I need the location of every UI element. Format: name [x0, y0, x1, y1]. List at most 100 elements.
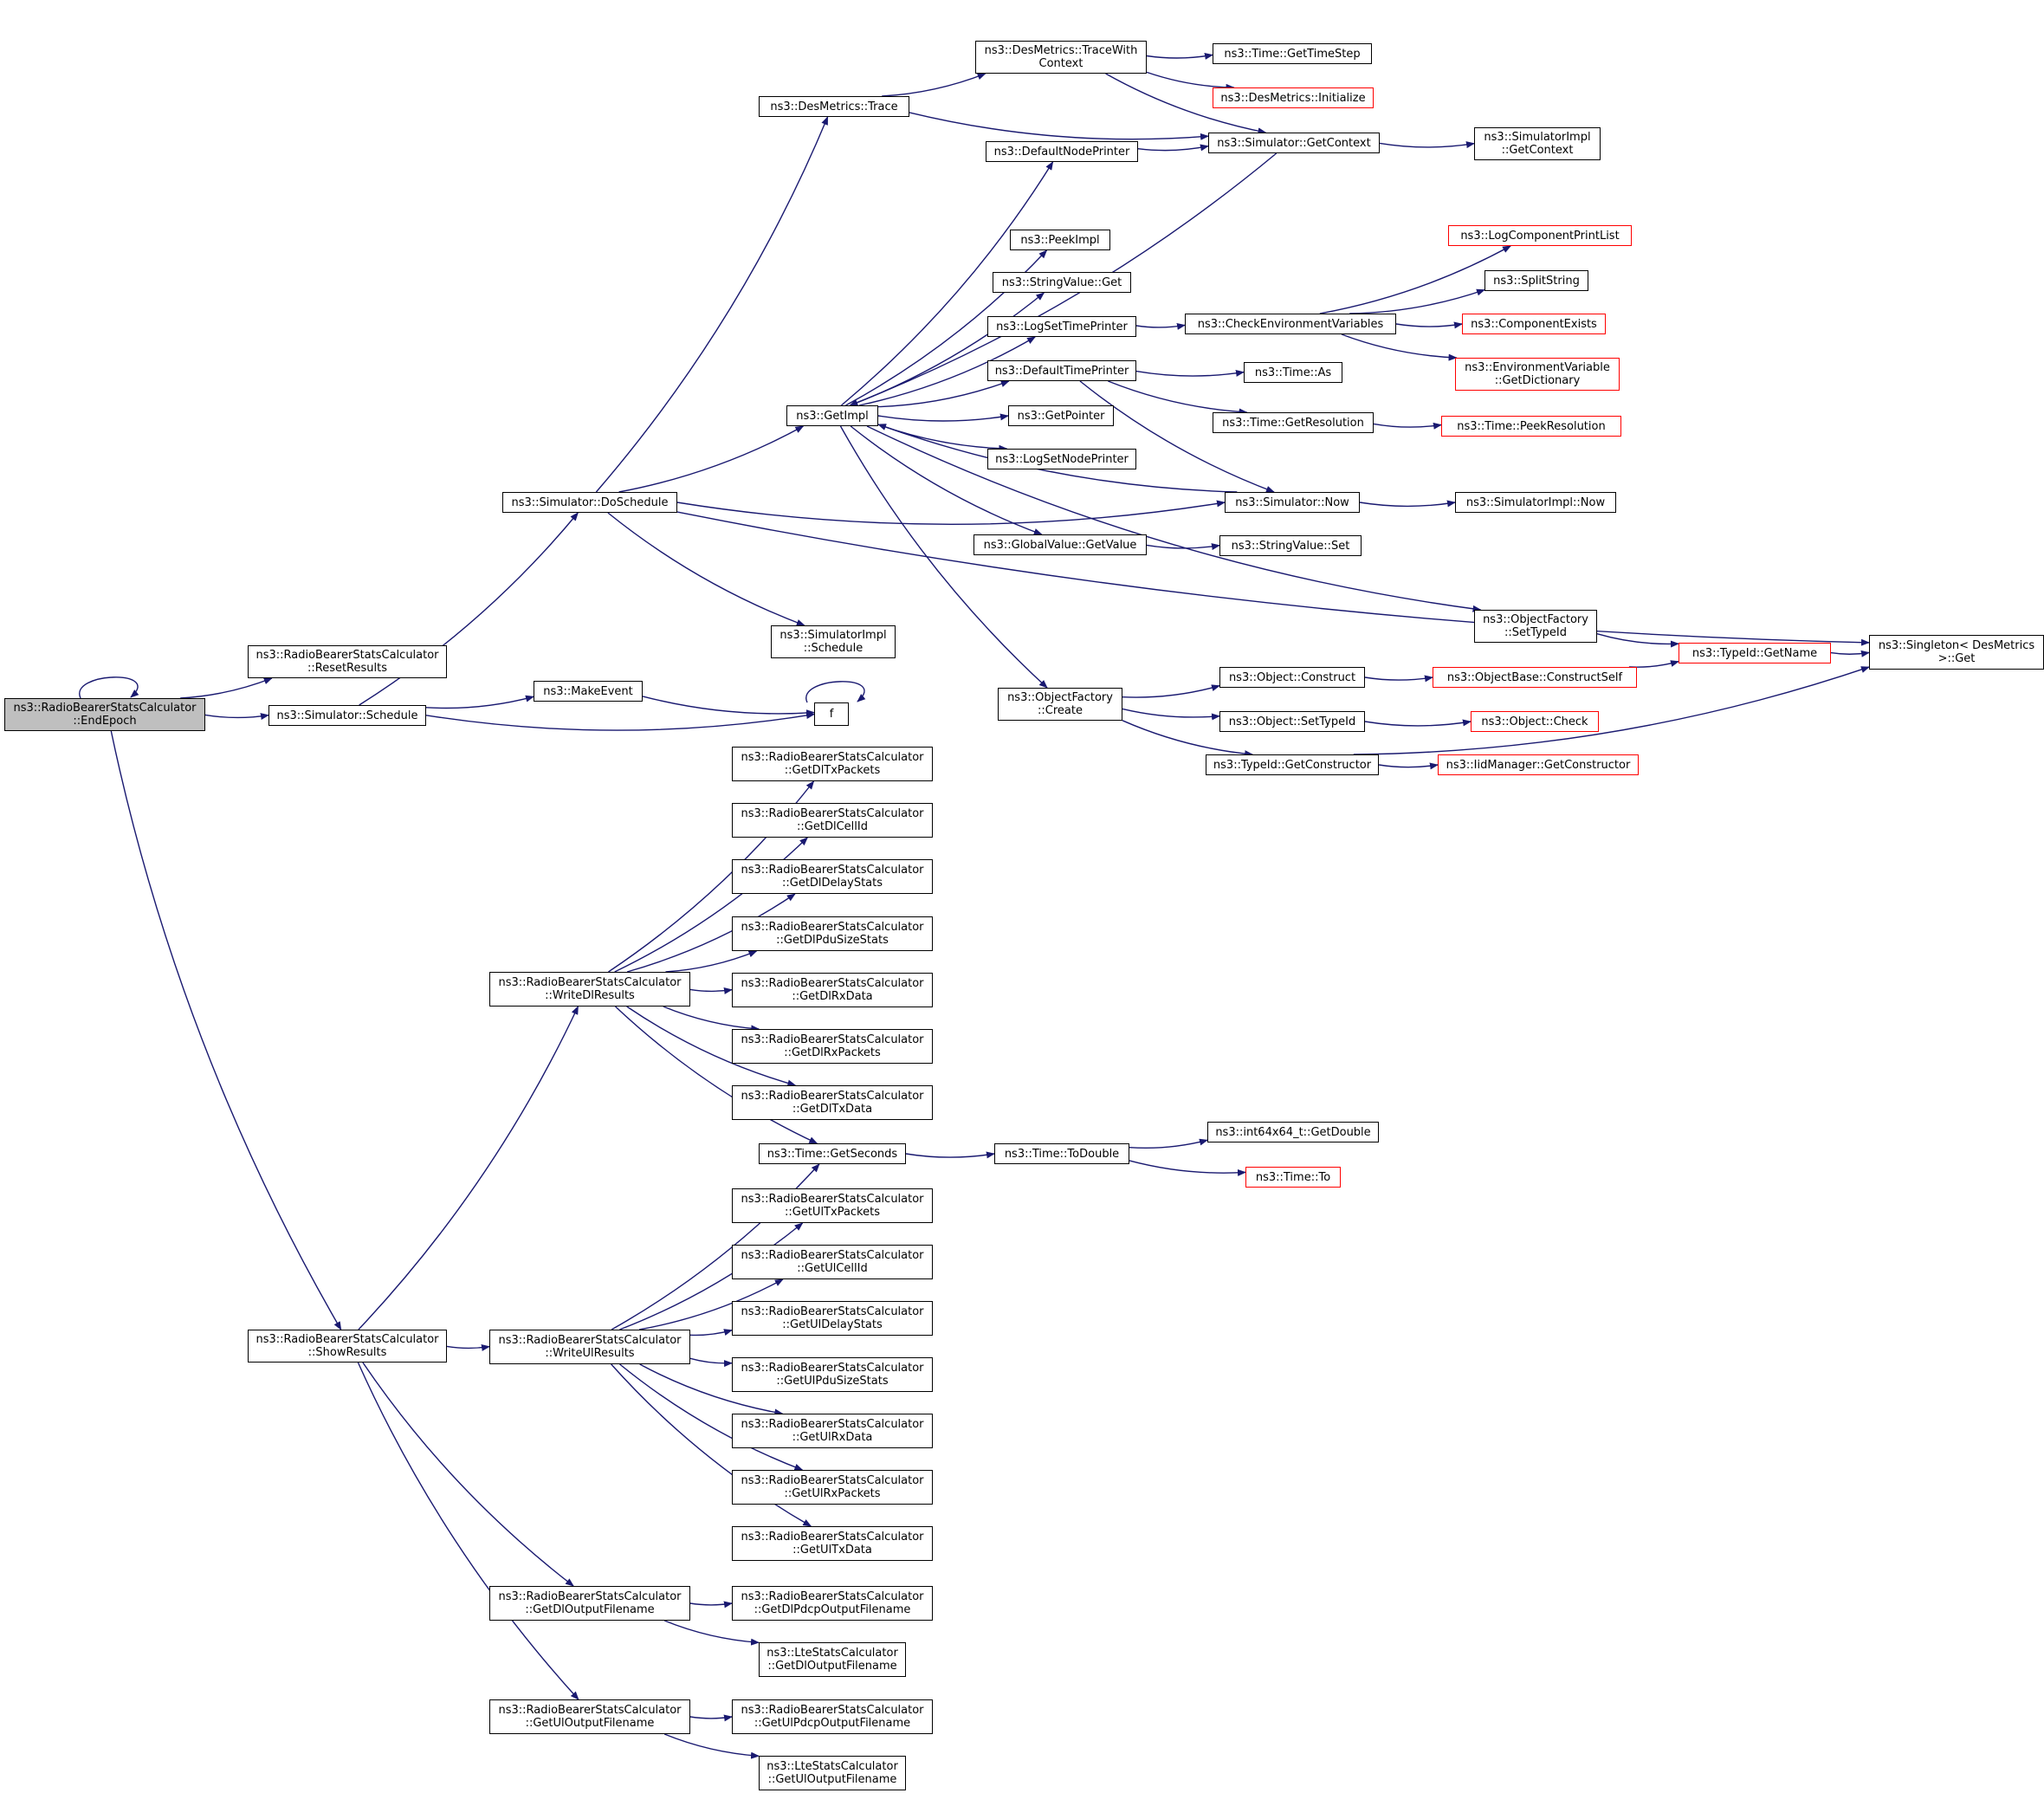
node-getSeconds[interactable]: ns3::Time::GetSeconds	[759, 1143, 906, 1164]
node-getDlPdcpOut[interactable]: ns3::RadioBearerStatsCalculator::GetDlPd…	[732, 1586, 933, 1621]
node-label-line: ::ShowResults	[307, 1346, 387, 1359]
node-logCompPrint[interactable]: ns3::LogComponentPrintList	[1448, 225, 1632, 246]
node-ofCreate[interactable]: ns3::ObjectFactory::Create	[998, 688, 1122, 721]
node-defTimePrinter[interactable]: ns3::DefaultTimePrinter	[987, 360, 1136, 381]
node-makeEvent[interactable]: ns3::MakeEvent	[534, 681, 643, 702]
node-getDlTxPackets[interactable]: ns3::RadioBearerStatsCalculator::GetDlTx…	[732, 747, 933, 781]
node-label-line: ns3::RadioBearerStatsCalculator	[741, 1249, 924, 1262]
node-label-line: >::Get	[1937, 652, 1976, 665]
node-label-line: ns3::Object::SetTypeId	[1228, 715, 1356, 728]
node-timeAs[interactable]: ns3::Time::As	[1244, 362, 1342, 383]
node-label-line: ::Create	[1038, 704, 1083, 717]
node-getDlTxData[interactable]: ns3::RadioBearerStatsCalculator::GetDlTx…	[732, 1085, 933, 1120]
edge-checkEnv-to-envDict	[1341, 333, 1458, 361]
node-getUlRxPackets[interactable]: ns3::RadioBearerStatsCalculator::GetUlRx…	[732, 1470, 933, 1505]
node-label-line: ns3::PeekImpl	[1020, 233, 1100, 247]
node-defNodePrinter[interactable]: ns3::DefaultNodePrinter	[986, 141, 1138, 162]
node-getUlPdcpOut[interactable]: ns3::RadioBearerStatsCalculator::GetUlPd…	[732, 1699, 933, 1734]
node-label-line: ::ResetResults	[307, 662, 387, 675]
node-getDlCellId[interactable]: ns3::RadioBearerStatsCalculator::GetDlCe…	[732, 803, 933, 838]
edge-ofCreate-to-tidGetCtor	[1122, 720, 1254, 758]
node-getUlCellId[interactable]: ns3::RadioBearerStatsCalculator::GetUlCe…	[732, 1245, 933, 1279]
node-label-line: ::GetUlRxPackets	[784, 1487, 881, 1500]
node-getUlTxPackets[interactable]: ns3::RadioBearerStatsCalculator::GetUlTx…	[732, 1188, 933, 1223]
node-getDlOutFile[interactable]: ns3::RadioBearerStatsCalculator::GetDlOu…	[489, 1586, 690, 1621]
node-timeGetRes[interactable]: ns3::Time::GetResolution	[1213, 412, 1374, 433]
node-simGetContext[interactable]: ns3::Simulator::GetContext	[1208, 133, 1380, 153]
node-objCheck[interactable]: ns3::Object::Check	[1471, 711, 1599, 732]
edge-getImpl-to-defTimePrinter	[877, 380, 1010, 408]
node-ofSetTypeId[interactable]: ns3::ObjectFactory::SetTypeId	[1474, 610, 1597, 643]
node-label-line: ::GetUlPdcpOutputFilename	[754, 1717, 911, 1730]
node-iidGetCtor[interactable]: ns3::IidManager::GetConstructor	[1438, 754, 1639, 775]
node-showResults[interactable]: ns3::RadioBearerStatsCalculator::ShowRes…	[248, 1330, 447, 1363]
node-tidGetName[interactable]: ns3::TypeId::GetName	[1679, 643, 1831, 663]
node-getDlPdu[interactable]: ns3::RadioBearerStatsCalculator::GetDlPd…	[732, 916, 933, 951]
node-label-line: ns3::TypeId::GetConstructor	[1213, 758, 1372, 772]
node-simNow[interactable]: ns3::Simulator::Now	[1225, 492, 1360, 513]
node-label-line: ns3::Object::Construct	[1228, 670, 1356, 684]
edge-ofSetTypeId-to-tidGetName	[1596, 633, 1679, 648]
node-getUlRxData[interactable]: ns3::RadioBearerStatsCalculator::GetUlRx…	[732, 1414, 933, 1448]
node-desInit[interactable]: ns3::DesMetrics::Initialize	[1213, 87, 1374, 108]
node-label-line: ::GetUlTxData	[792, 1544, 872, 1557]
node-resetResults[interactable]: ns3::RadioBearerStatsCalculator::ResetRe…	[248, 645, 447, 678]
node-label-line: ::GetDlDelayStats	[781, 877, 883, 890]
node-tidGetCtor[interactable]: ns3::TypeId::GetConstructor	[1206, 754, 1379, 775]
node-compExists[interactable]: ns3::ComponentExists	[1462, 314, 1606, 334]
node-lteDlOut[interactable]: ns3::LteStatsCalculator::GetDlOutputFile…	[759, 1642, 906, 1677]
node-objSetTypeId[interactable]: ns3::Object::SetTypeId	[1219, 711, 1365, 732]
node-strGet[interactable]: ns3::StringValue::Get	[993, 272, 1131, 293]
node-getUlDelay[interactable]: ns3::RadioBearerStatsCalculator::GetUlDe…	[732, 1301, 933, 1336]
node-label-line: ns3::SimulatorImpl::Now	[1465, 495, 1606, 509]
edge-writeDl-to-getDlDelay	[626, 893, 796, 973]
node-desTrace[interactable]: ns3::DesMetrics::Trace	[759, 96, 909, 117]
node-getDouble[interactable]: ns3::int64x64_t::GetDouble	[1207, 1122, 1379, 1142]
node-label-line: ns3::RadioBearerStatsCalculator	[498, 1704, 682, 1717]
node-label-line: ns3::Time::GetResolution	[1222, 416, 1364, 430]
node-doSchedule[interactable]: ns3::Simulator::DoSchedule	[502, 492, 677, 513]
node-label-line: ns3::RadioBearerStatsCalculator	[256, 1333, 439, 1346]
node-constructSelf[interactable]: ns3::ObjectBase::ConstructSelf	[1433, 667, 1637, 688]
node-strSet[interactable]: ns3::StringValue::Set	[1219, 535, 1362, 556]
edge-checkEnv-to-splitString	[1349, 288, 1485, 314]
node-logSetNode[interactable]: ns3::LogSetNodePrinter	[987, 449, 1136, 469]
edge-toDouble-to-timeTo	[1129, 1160, 1246, 1176]
node-objConstruct[interactable]: ns3::Object::Construct	[1219, 667, 1365, 688]
node-getDlRxData[interactable]: ns3::RadioBearerStatsCalculator::GetDlRx…	[732, 973, 933, 1007]
node-implGetContext[interactable]: ns3::SimulatorImpl::GetContext	[1474, 127, 1601, 160]
edge-defTimePrinter-to-timeGetRes	[1108, 380, 1248, 416]
node-singletonGet[interactable]: ns3::Singleton< DesMetrics >::Get	[1869, 635, 2044, 670]
node-logSetTime[interactable]: ns3::LogSetTimePrinter	[987, 316, 1136, 337]
node-schedule[interactable]: ns3::Simulator::Schedule	[268, 705, 426, 726]
node-peekImpl[interactable]: ns3::PeekImpl	[1010, 230, 1110, 250]
node-implNow[interactable]: ns3::SimulatorImpl::Now	[1455, 492, 1616, 513]
node-getPointer[interactable]: ns3::GetPointer	[1008, 405, 1114, 426]
node-label-line: ::GetUlRxData	[792, 1431, 873, 1444]
node-implSchedule[interactable]: ns3::SimulatorImpl::Schedule	[771, 625, 896, 658]
edge-simNow-to-getImpl	[877, 424, 1238, 493]
node-writeUl[interactable]: ns3::RadioBearerStatsCalculator::WriteUl…	[489, 1330, 690, 1364]
node-envDict[interactable]: ns3::EnvironmentVariable::GetDictionary	[1455, 358, 1620, 391]
edge-toDouble-to-getDouble	[1129, 1138, 1208, 1149]
edge-traceWith-to-simGetContext	[1105, 73, 1267, 135]
node-getImpl[interactable]: ns3::GetImpl	[786, 405, 878, 426]
node-toDouble[interactable]: ns3::Time::ToDouble	[994, 1143, 1129, 1164]
node-gvGetValue[interactable]: ns3::GlobalValue::GetValue	[973, 534, 1147, 555]
node-getUlOutFile[interactable]: ns3::RadioBearerStatsCalculator::GetUlOu…	[489, 1699, 690, 1734]
node-timeTo[interactable]: ns3::Time::To	[1245, 1167, 1341, 1188]
node-checkEnv[interactable]: ns3::CheckEnvironmentVariables	[1185, 314, 1396, 334]
node-getTimeStep[interactable]: ns3::Time::GetTimeStep	[1213, 43, 1372, 64]
node-peekRes[interactable]: ns3::Time::PeekResolution	[1441, 416, 1621, 437]
node-f[interactable]: f	[814, 702, 849, 726]
node-label-line: ns3::EnvironmentVariable	[1465, 361, 1610, 374]
node-endEpoch[interactable]: ns3::RadioBearerStatsCalculator::EndEpoc…	[4, 698, 205, 731]
node-getUlPdu[interactable]: ns3::RadioBearerStatsCalculator::GetUlPd…	[732, 1357, 933, 1392]
node-writeDl[interactable]: ns3::RadioBearerStatsCalculator::WriteDl…	[489, 972, 690, 1007]
node-getUlTxData[interactable]: ns3::RadioBearerStatsCalculator::GetUlTx…	[732, 1526, 933, 1561]
node-lteUlOut[interactable]: ns3::LteStatsCalculator::GetUlOutputFile…	[759, 1756, 906, 1790]
node-splitString[interactable]: ns3::SplitString	[1484, 270, 1588, 291]
node-getDlDelay[interactable]: ns3::RadioBearerStatsCalculator::GetDlDe…	[732, 859, 933, 894]
node-getDlRxPackets[interactable]: ns3::RadioBearerStatsCalculator::GetDlRx…	[732, 1029, 933, 1064]
